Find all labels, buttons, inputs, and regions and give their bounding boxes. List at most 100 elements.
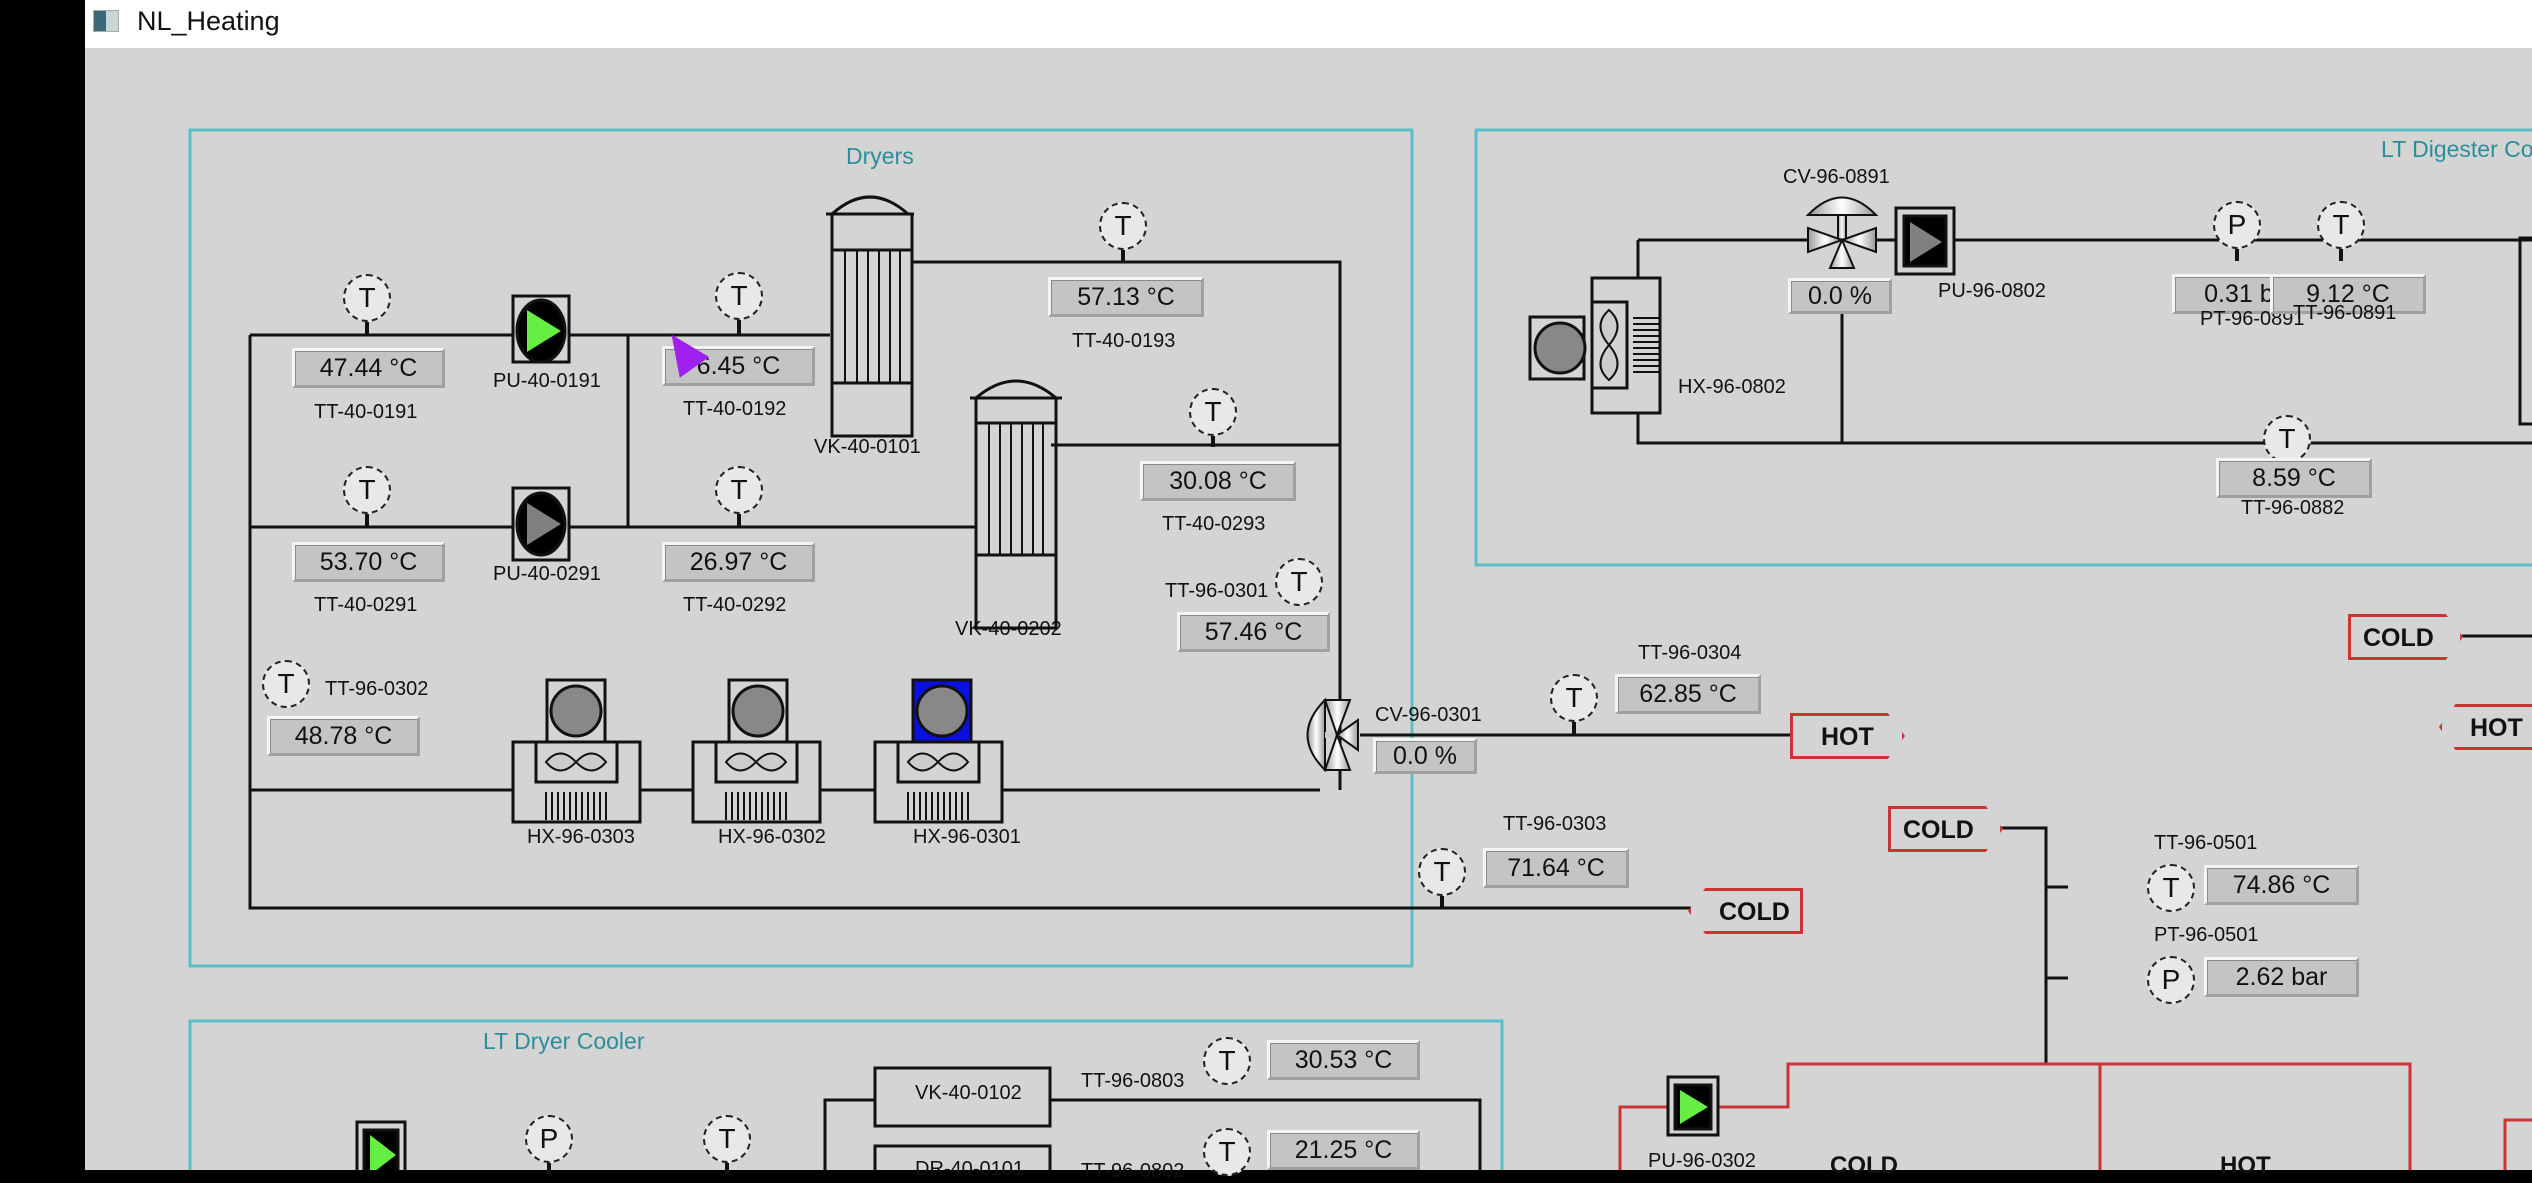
pu-40-0291-tag[interactable]: PU-40-0291 — [493, 563, 601, 585]
pipe — [823, 1098, 1482, 1170]
lt-dryer-cooler-section-border — [188, 1019, 1504, 1170]
tt-96-0803-icon[interactable]: T — [1203, 1037, 1251, 1085]
tt-40-0291-icon[interactable]: T — [343, 466, 391, 514]
instrument-stem — [725, 1163, 729, 1175]
instrument-stem — [1211, 436, 1215, 447]
vk-40-0102-box — [873, 1066, 1052, 1128]
tt-96-0301-icon[interactable]: T — [1275, 558, 1323, 606]
tt-40-0193-tag: TT-40-0193 — [1072, 330, 1176, 352]
pu-96-0802-pump — [1894, 206, 1956, 276]
app-window-icon — [93, 10, 119, 32]
pu-96-0302-tag[interactable]: PU-96-0302 — [1648, 1150, 1756, 1172]
tt-96-0803-tag: TT-96-0803 — [1081, 1070, 1185, 1092]
tt-96-0304-icon[interactable]: T — [1550, 674, 1598, 722]
tt-40-0192-value: 6.45 °C — [662, 346, 815, 386]
cv-96-0891-value: 0.0 % — [1788, 278, 1892, 314]
cold-flag-1[interactable]: COLD — [1688, 888, 1803, 934]
hot-flag-2[interactable]: HOT — [2439, 704, 2532, 750]
tt-40-0192-icon[interactable]: T — [715, 272, 763, 320]
hx-right-edge — [2503, 1118, 2532, 1170]
tt-96-0802-tag: TT-96-0802 — [1081, 1160, 1185, 1182]
pu-96-0802-tag[interactable]: PU-96-0802 — [1938, 280, 2046, 302]
tt-96-0501-value: 74.86 °C — [2204, 865, 2359, 905]
tt-96-0302-icon[interactable]: T — [262, 660, 310, 708]
instrument-stem — [737, 514, 741, 527]
tt-96-0802-icon[interactable]: T — [1203, 1128, 1251, 1176]
tt-96-0303-tag: TT-96-0303 — [1503, 813, 1607, 835]
vk-40-0202-vessel — [970, 379, 1062, 630]
lt-dryer-cooler-section-title: LT Dryer Cooler — [483, 1028, 645, 1054]
red-pipe — [1618, 1062, 2412, 1170]
tt-96-0882-tag: TT-96-0882 — [2241, 497, 2345, 519]
instrument-stem — [547, 1163, 551, 1175]
tt-40-0293-icon[interactable]: T — [1189, 388, 1237, 436]
tt-40-0191-tag: TT-40-0191 — [314, 401, 418, 423]
process-canvas: Dryers LT Digester Co LT Dryer Cooler .b… — [85, 48, 2532, 1182]
tt-96-0891-icon[interactable]: T — [2317, 201, 2365, 249]
hx-hot-side-label: HOT — [2220, 1152, 2271, 1179]
pt-96-0501-icon[interactable]: P — [2147, 956, 2195, 1004]
pu-96-0302-pump — [1666, 1075, 1720, 1137]
tt-96-0501-icon[interactable]: T — [2147, 864, 2195, 912]
instrument-stem — [737, 320, 741, 335]
hx-96-0303-unit — [511, 678, 642, 824]
tt-96-0882-value: 8.59 °C — [2216, 458, 2372, 498]
instrument-stem — [1572, 722, 1576, 734]
pt-dryer-cooler-icon[interactable]: P — [525, 1115, 573, 1163]
hx-96-0302-tag[interactable]: HX-96-0302 — [718, 826, 826, 848]
hot-flag-1[interactable]: HOT — [1790, 713, 1905, 759]
tt-40-0291-tag: TT-40-0291 — [314, 594, 418, 616]
cv-96-0301-tag[interactable]: CV-96-0301 — [1375, 704, 1482, 726]
tt-96-0302-tag: TT-96-0302 — [325, 678, 429, 700]
instrument-stem — [365, 322, 369, 335]
pipe — [2000, 826, 2068, 1064]
pt-96-0891-icon[interactable]: P — [2213, 201, 2261, 249]
tt-96-0304-tag: TT-96-0304 — [1638, 642, 1742, 664]
tt-40-0192-tag: TT-40-0192 — [683, 398, 787, 420]
tt-96-0802-value: 21.25 °C — [1267, 1130, 1420, 1170]
hx-96-0301-tag[interactable]: HX-96-0301 — [913, 826, 1021, 848]
instrument-stem — [2339, 249, 2343, 261]
dryers-section-border — [188, 128, 1414, 968]
pu-40-0191-pump — [511, 294, 571, 364]
pu-40-0291-pump — [511, 486, 571, 562]
tt-40-0293-value: 30.08 °C — [1140, 461, 1296, 501]
vk-40-0102-tag[interactable]: VK-40-0102 — [915, 1082, 1022, 1104]
tt-96-0882-icon[interactable]: T — [2263, 415, 2311, 463]
cv-96-0891-tag[interactable]: CV-96-0891 — [1783, 166, 1890, 188]
hx-96-0303-tag[interactable]: HX-96-0303 — [527, 826, 635, 848]
cv-96-0301-value: 0.0 % — [1373, 738, 1477, 774]
lt-digester-section-border — [1474, 128, 2532, 567]
tt-40-0191-icon[interactable]: T — [343, 274, 391, 322]
cold-flag-2[interactable]: COLD — [1888, 806, 2003, 852]
tt-96-0304-value: 62.85 °C — [1615, 674, 1761, 714]
pipe — [1636, 238, 2532, 445]
window-titlebar: NL_Heating — [85, 0, 2532, 48]
pt-96-0501-value: 2.62 bar — [2204, 957, 2359, 997]
hx-96-0802-tag[interactable]: HX-96-0802 — [1678, 376, 1786, 398]
tt-96-0302-value: 48.78 °C — [267, 716, 420, 756]
hx-96-0301-unit — [873, 678, 1004, 824]
cv-96-0301-valve — [1306, 697, 1359, 773]
hx-96-0802-unit — [1528, 276, 1662, 415]
tt-96-0301-tag: TT-96-0301 — [1165, 580, 1269, 602]
tt-dryer-cooler-icon[interactable]: T — [703, 1115, 751, 1163]
pt-96-0501-tag: PT-96-0501 — [2154, 924, 2259, 946]
tt-96-0301-value: 57.46 °C — [1177, 612, 1330, 652]
tt-96-0303-icon[interactable]: T — [1418, 848, 1466, 896]
tt-96-0891-value: 9.12 °C — [2270, 274, 2426, 314]
pu-40-0191-tag[interactable]: PU-40-0191 — [493, 370, 601, 392]
tt-40-0292-icon[interactable]: T — [715, 466, 763, 514]
cold-flag-3[interactable]: COLD — [2348, 614, 2463, 660]
instrument-stem — [1121, 250, 1125, 263]
tt-96-0891-tag: TT-96-0891 — [2293, 302, 2397, 324]
instrument-stem — [2235, 249, 2239, 261]
dryers-section-title: Dryers — [846, 143, 914, 169]
window-title: NL_Heating — [137, 6, 280, 36]
tt-96-0303-value: 71.64 °C — [1483, 848, 1629, 888]
tt-40-0193-value: 57.13 °C — [1048, 277, 1204, 317]
hx-96-0302-unit — [691, 678, 822, 824]
lt-digester-section-title: LT Digester Co — [2381, 136, 2532, 162]
tt-40-0191-value: 47.44 °C — [292, 348, 445, 388]
tt-40-0193-icon[interactable]: T — [1099, 202, 1147, 250]
